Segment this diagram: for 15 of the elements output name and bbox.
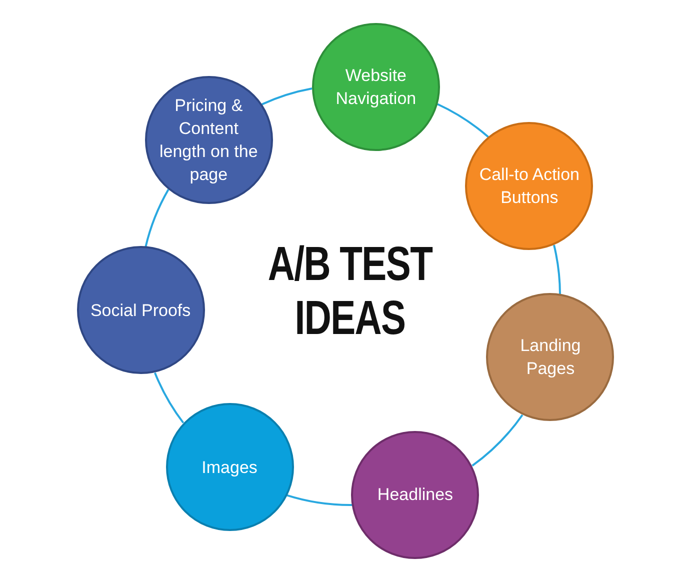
connector-arc (472, 414, 524, 466)
idea-label: Headlines (376, 484, 454, 506)
idea-label: Landing Pages (519, 335, 582, 380)
connector-arc (262, 88, 312, 106)
connector-arc (144, 189, 170, 247)
idea-label: Call-to Action Buttons (478, 164, 580, 209)
idea-label: Images (200, 456, 258, 479)
idea-label: Website Navigation (334, 64, 418, 110)
connector-arc (553, 244, 561, 294)
diagram-title: A/B TEST IDEAS (266, 238, 434, 346)
connector-arc (286, 494, 352, 506)
idea-label: Social Proofs (89, 300, 192, 322)
connector-arc (437, 103, 489, 138)
idea-label: Pricing & Content length on the page (158, 94, 259, 186)
connector-arc (154, 372, 184, 424)
